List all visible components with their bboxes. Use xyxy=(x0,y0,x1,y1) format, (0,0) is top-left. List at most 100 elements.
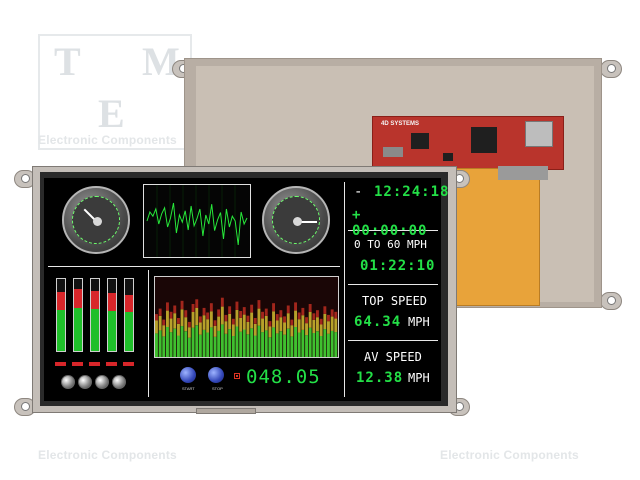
spectrum-bar xyxy=(228,313,232,330)
spectrum-bar xyxy=(198,316,202,323)
divider xyxy=(348,284,438,285)
watermark-letter: T xyxy=(54,39,81,84)
spectrum-bar xyxy=(228,329,232,357)
pcb-chip xyxy=(443,153,453,161)
spectrum-bar xyxy=(272,327,275,357)
oscilloscope-trace xyxy=(146,185,248,257)
knob-control[interactable] xyxy=(112,375,126,389)
spectrum-bar xyxy=(239,317,243,332)
stop-button[interactable] xyxy=(208,367,224,383)
divider xyxy=(348,340,438,341)
spectrum-bar xyxy=(250,312,254,329)
spectrum-bar xyxy=(217,309,221,317)
scope-waveform xyxy=(146,202,248,246)
watermark-letter: E xyxy=(98,91,125,136)
zero-to-60-time: 01:22:10 xyxy=(360,258,436,274)
spectrum-bar xyxy=(166,327,169,357)
spectrum-bar xyxy=(224,314,228,322)
spectrum-bar xyxy=(268,326,272,338)
spectrum-bar xyxy=(330,330,334,357)
gauge-hub xyxy=(293,217,302,226)
spectrum-bar xyxy=(155,314,158,321)
spectrum-bar xyxy=(246,321,250,335)
level-meter xyxy=(90,278,100,352)
spectrum-bar xyxy=(202,315,206,330)
spectrum-bar xyxy=(261,318,264,333)
spectrum-bar xyxy=(246,334,250,357)
meter-led xyxy=(106,362,117,366)
meter-fill xyxy=(108,310,116,351)
spectrum-bar xyxy=(272,303,275,312)
pcb-chip xyxy=(383,147,403,157)
pcb-chip xyxy=(411,133,429,149)
spectrum-bar xyxy=(264,330,268,357)
spectrum-bar xyxy=(301,315,305,330)
spectrum-bar xyxy=(319,318,323,325)
spectrum-bar xyxy=(206,319,210,333)
elapsed-time: + 00:00:00 xyxy=(352,207,428,239)
counter-value: 048.05 xyxy=(246,366,321,388)
spectrum-bar xyxy=(319,324,323,336)
watermark-letter: M xyxy=(142,39,180,84)
record-indicator-icon xyxy=(234,373,240,379)
spectrum-bar xyxy=(275,320,279,334)
av-speed-unit: MPH xyxy=(408,371,430,385)
sd-card-slot xyxy=(525,121,553,147)
spectrum-bar xyxy=(283,334,286,357)
spectrum-bar xyxy=(191,311,195,328)
spectrum-bar xyxy=(235,326,239,357)
spectrum-bar xyxy=(184,317,188,332)
spectrum-bar xyxy=(155,333,158,357)
spectrum-bar xyxy=(228,306,232,314)
spectrum-bar xyxy=(301,330,305,357)
knob-control[interactable] xyxy=(95,375,109,389)
spectrum-bar xyxy=(195,299,199,308)
spectrum-bar xyxy=(224,333,228,357)
meter-fill xyxy=(57,309,65,351)
knob-control[interactable] xyxy=(61,375,75,389)
spectrum-bar xyxy=(297,319,301,333)
mounting-ear xyxy=(14,170,36,188)
spectrum-bar xyxy=(162,336,166,357)
spectrum-bar xyxy=(327,333,330,357)
level-meter xyxy=(107,278,117,352)
spectrum-bar xyxy=(173,328,177,357)
start-button[interactable] xyxy=(180,367,196,383)
spectrum-bar xyxy=(242,307,246,315)
av-speed-value: 12.38 xyxy=(356,370,404,386)
spectrum-bar xyxy=(198,334,202,357)
spectrum-bar xyxy=(268,337,272,357)
spectrum-bar xyxy=(286,305,290,314)
divider xyxy=(348,230,438,231)
spectrum-bar xyxy=(220,297,224,307)
spectrum-bar xyxy=(257,300,261,309)
spectrum-bar xyxy=(231,336,235,357)
level-meter xyxy=(124,278,134,352)
knob-control[interactable] xyxy=(78,375,92,389)
spectrum-bar xyxy=(180,309,184,327)
spectrum-bar xyxy=(279,310,283,318)
spectrum-bar xyxy=(301,307,305,316)
spectrum-bars xyxy=(155,297,338,357)
oscilloscope-panel xyxy=(143,184,251,258)
bottom-connector xyxy=(196,408,256,414)
spectrum-bar xyxy=(213,325,217,337)
gauge-needle xyxy=(297,221,317,223)
spectrum-bar xyxy=(187,337,191,357)
lcd-screen: - 12:24:18 + 00:00:00 0 TO 60 MPH 01:22:… xyxy=(44,178,448,401)
spectrum-bar xyxy=(209,327,213,357)
spectrum-bar xyxy=(294,302,297,311)
spectrum-bar xyxy=(206,312,210,320)
pcb-board: 4D SYSTEMS xyxy=(372,116,564,170)
watermark-text: Electronic Components xyxy=(38,133,177,147)
spectrum-bar xyxy=(158,330,162,357)
spectrum-bar xyxy=(268,321,272,327)
spectrum-bar xyxy=(242,314,246,330)
spectrum-bar xyxy=(264,315,268,331)
spectrum-bar xyxy=(312,319,316,333)
spectrum-bar xyxy=(294,327,297,357)
zero-to-60-label: 0 TO 60 MPH xyxy=(354,238,427,251)
spectrum-bar xyxy=(180,300,184,310)
spectrum-bar xyxy=(257,325,261,357)
spectrum-bar xyxy=(231,318,235,325)
